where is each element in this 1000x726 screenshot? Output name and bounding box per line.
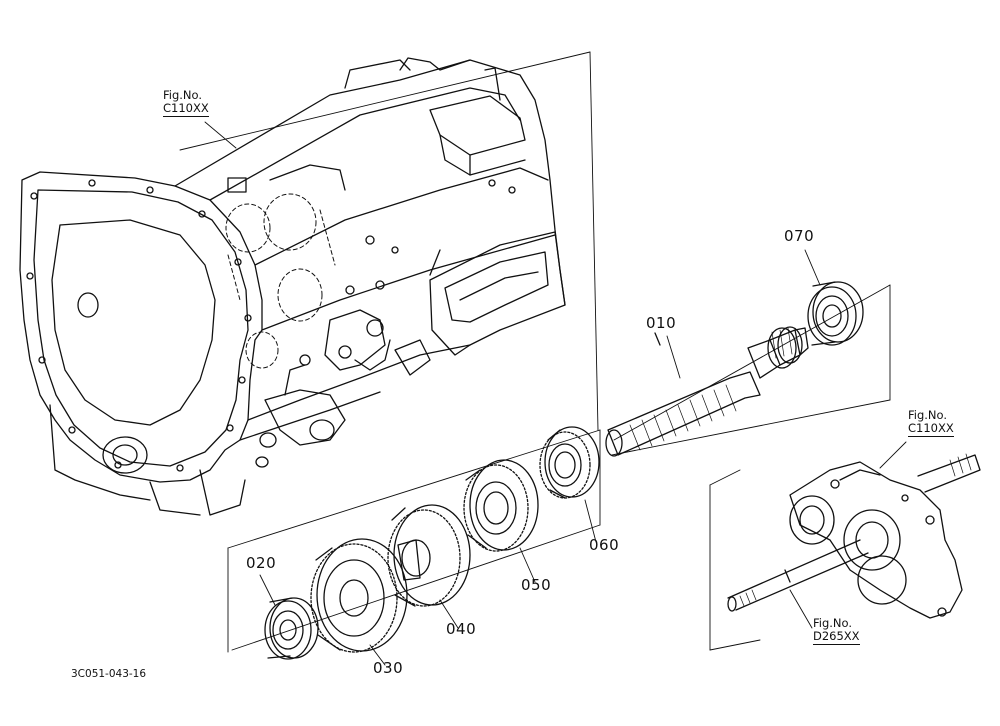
drawing-code: 3C051-043-16 — [71, 668, 147, 680]
gear-060 — [539, 426, 600, 499]
gear-040 — [387, 504, 471, 607]
part-label-010: 010 — [646, 314, 677, 332]
figure-ref-title: Fig.No. — [813, 616, 853, 630]
part-label-070: 070 — [784, 227, 815, 245]
bearing-020 — [264, 597, 319, 660]
gear-050 — [463, 459, 539, 552]
part-label-050: 050 — [521, 576, 552, 594]
part-label-030: 030 — [373, 659, 404, 677]
rear-housing-assembly — [727, 453, 981, 619]
figure-ref-shaft: Fig.No. D265XX — [813, 617, 860, 645]
figure-ref-code: C110XX — [908, 421, 954, 437]
shaft-010 — [605, 326, 809, 457]
leader-lines — [204, 121, 907, 666]
transmission-case — [19, 57, 566, 516]
part-label-040: 040 — [446, 620, 477, 638]
figure-ref-case: Fig.No. C110XX — [163, 89, 209, 117]
part-label-020: 020 — [246, 554, 277, 572]
bearing-070 — [807, 281, 864, 346]
figure-ref-title: Fig.No. — [163, 88, 203, 102]
figure-ref-housing: Fig.No. C110XX — [908, 409, 954, 437]
assembly-axis-lines — [179, 51, 891, 653]
figure-ref-code: D265XX — [813, 629, 860, 645]
gear-030 — [310, 538, 408, 653]
part-label-060: 060 — [589, 536, 620, 554]
figure-ref-title: Fig.No. — [908, 408, 948, 422]
figure-ref-code: C110XX — [163, 101, 209, 117]
